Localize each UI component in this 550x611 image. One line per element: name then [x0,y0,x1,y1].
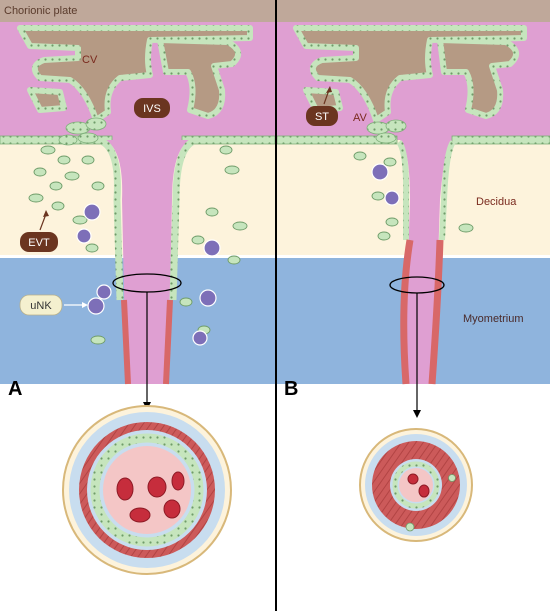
vessel-lining [439,140,456,241]
ivs-label-box [134,98,170,118]
unk-label: uNK [30,300,52,312]
chorionic-plate-band [0,0,275,22]
unk-cells [371,163,400,206]
panel-a-letter: A [8,378,22,400]
vessel-cross-section-a [62,405,232,575]
panel-a: Chorionic plate CV IVS EVT uNK A [0,0,276,575]
vessel-cross-section-b [359,428,473,542]
spiral-artery-narrow [400,140,452,384]
ivs-label: IVS [143,103,161,115]
evt-label-box [20,232,58,252]
vessel-lining [100,138,124,301]
vessel-wall [163,299,173,385]
vessel-lining [169,139,195,301]
st-label: ST [315,111,329,123]
vessel-wall [428,239,444,385]
panel-b: ST AV Decidua Myometrium B [276,0,550,542]
unk-label-box [19,294,63,316]
cv-label: CV [82,54,98,66]
av-label: AV [353,112,368,124]
myometrium-label: Myometrium [463,313,524,325]
panel-b-letter: B [284,378,298,400]
vessel-lining [396,140,410,240]
chorionic-villus-tree [293,25,527,123]
decidua-label: Decidua [476,196,517,208]
evt-label: EVT [28,237,50,249]
villus-cluster [58,117,107,146]
unk-cells [76,203,221,346]
chorionic-plate-band [277,0,550,22]
trophoblast-layer [451,135,550,145]
villus-cluster [366,119,407,144]
extravillous-trophoblast-cells [353,151,474,241]
trophoblast-layer [181,135,276,145]
st-label-box [306,106,338,126]
chorionic-plate-label: Chorionic plate [4,5,77,17]
vessel-wall [121,299,131,385]
extravillous-trophoblast-cells [28,145,248,345]
vessel-wall [400,239,414,385]
